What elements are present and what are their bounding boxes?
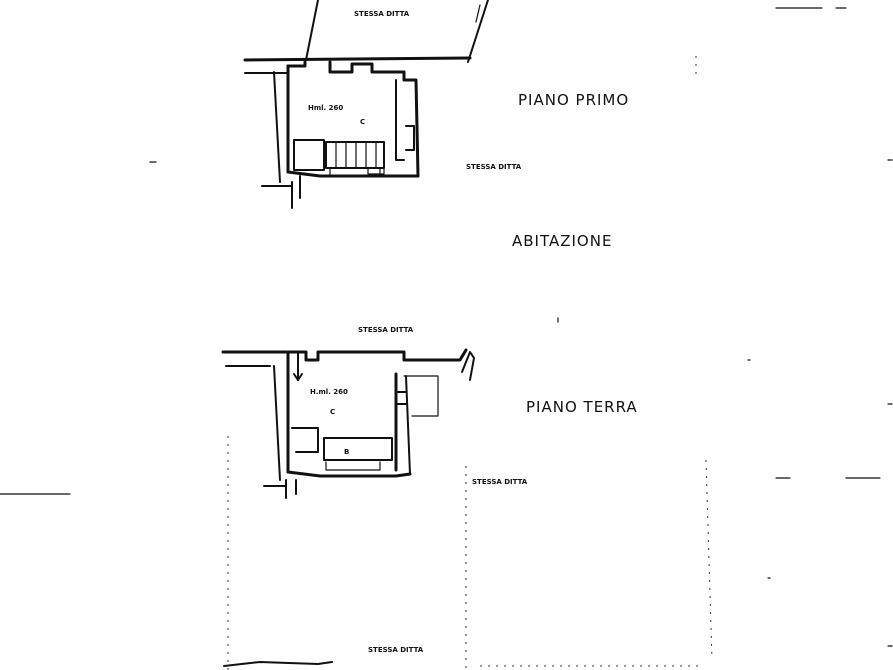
label-stessa-ditta-top: STESSA DITTA	[354, 10, 410, 18]
label-abitazione: ABITAZIONE	[512, 232, 612, 250]
label-stessa-ditta-ground-right: STESSA DITTA	[472, 478, 528, 486]
label-room-b-ground: B	[344, 448, 349, 456]
label-stessa-ditta-bottom: STESSA DITTA	[368, 646, 424, 654]
scan-artifacts	[0, 7, 893, 661]
label-room-height-first: Hml. 260	[308, 104, 343, 112]
first-floor-plan	[243, 0, 489, 209]
label-piano-terra: PIANO TERRA	[526, 398, 638, 416]
ground-parcel-outline	[223, 436, 700, 670]
label-room-c-ground: C	[330, 408, 335, 416]
label-piano-primo: PIANO PRIMO	[518, 91, 629, 109]
label-room-height-ground: H.ml. 260	[310, 388, 348, 396]
label-stessa-ditta-first-right: STESSA DITTA	[466, 163, 522, 171]
ground-floor-plan	[221, 348, 475, 499]
label-room-c-first: C	[360, 118, 365, 126]
label-stessa-ditta-ground-top: STESSA DITTA	[358, 326, 414, 334]
